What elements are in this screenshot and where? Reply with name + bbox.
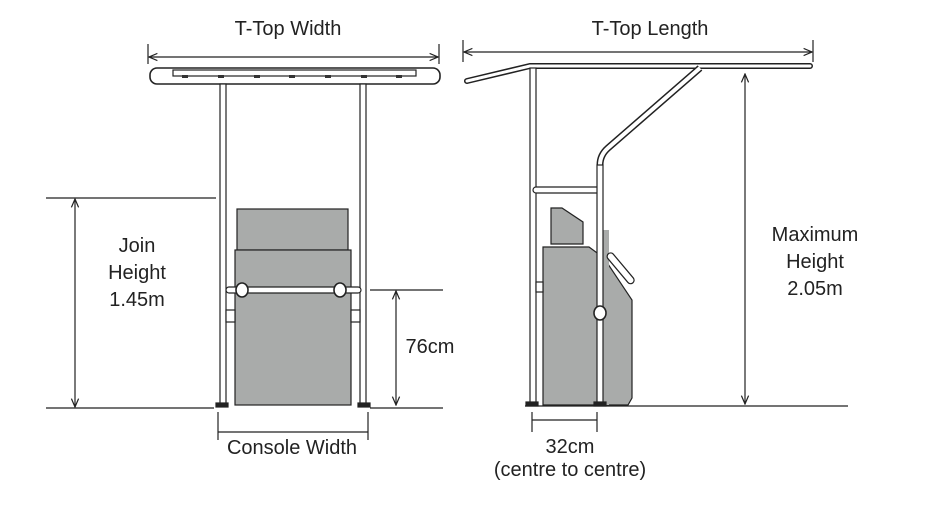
t-top-width-label: T-Top Width	[234, 18, 342, 40]
console-side-top	[550, 207, 584, 245]
steering-wheel	[606, 252, 635, 285]
console-body	[234, 249, 352, 406]
console-side-body	[542, 246, 633, 406]
console-width-label: Console Width	[226, 437, 358, 459]
side-view	[462, 40, 848, 432]
rear-post	[529, 67, 537, 406]
grab-rail	[225, 286, 362, 294]
right-post	[359, 83, 367, 406]
left-post	[219, 83, 227, 406]
console-top	[236, 208, 349, 251]
crossbar	[532, 186, 601, 194]
post-spacing-value: 32cm	[545, 436, 595, 458]
join-height-line2: Height	[108, 262, 166, 284]
max-height-value: 2.05m	[787, 278, 843, 300]
post-spacing-label: 32cm (centre to centre)	[494, 434, 646, 484]
join-height-label: Join Height 1.45m	[108, 233, 166, 314]
max-height-line1: Maximum	[771, 224, 859, 246]
post-spacing-note: (centre to centre)	[493, 459, 647, 481]
front-view	[46, 44, 443, 440]
join-height-line1: Join	[118, 235, 156, 257]
join-height-value: 1.45m	[109, 289, 165, 311]
max-height-line2: Height	[786, 251, 844, 273]
max-height-label: Maximum Height 2.05m	[772, 222, 859, 303]
t-top-length-label: T-Top Length	[591, 18, 709, 40]
rail-height-label: 76cm	[405, 336, 455, 358]
